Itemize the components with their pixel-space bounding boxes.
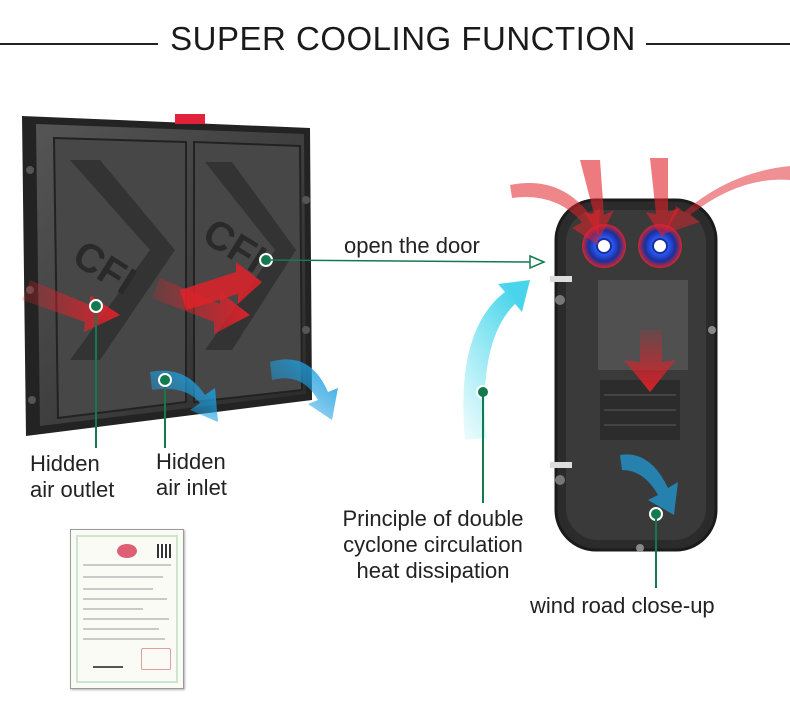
label-line: Principle of double bbox=[342, 506, 524, 531]
page-title: SUPER COOLING FUNCTION bbox=[170, 20, 636, 57]
title-rule-right bbox=[646, 43, 790, 45]
label-line: air inlet bbox=[156, 475, 227, 500]
label-cyclone-principle: Principle of double cyclone circulation … bbox=[318, 506, 548, 584]
label-line: cyclone circulation bbox=[343, 532, 523, 557]
label-hidden-air-inlet: Hidden air inlet bbox=[156, 449, 266, 501]
door-closeup bbox=[550, 198, 718, 552]
label-open-the-door: open the door bbox=[344, 233, 480, 258]
title-rule-left bbox=[0, 43, 158, 45]
label-line: heat dissipation bbox=[356, 558, 510, 583]
label-line: air outlet bbox=[30, 477, 115, 502]
signature-icon bbox=[93, 654, 123, 668]
pointer-dot-icon bbox=[476, 385, 663, 588]
label-line: Hidden bbox=[30, 451, 100, 476]
cool-air-arrow-icon bbox=[463, 280, 678, 515]
seal-stamp-icon bbox=[141, 648, 171, 670]
certificate-emblem-icon bbox=[117, 544, 137, 558]
pointer-dot-icon bbox=[89, 253, 546, 448]
certificate-border bbox=[76, 535, 178, 683]
title-bar: SUPER COOLING FUNCTION bbox=[0, 18, 790, 62]
label-hidden-air-outlet: Hidden air outlet bbox=[30, 451, 150, 503]
label-wind-road-closeup: wind road close-up bbox=[530, 593, 715, 618]
handle bbox=[175, 114, 205, 124]
hot-air-arrow-icon bbox=[510, 158, 790, 392]
label-line: Hidden bbox=[156, 449, 226, 474]
patent-certificate-image bbox=[70, 529, 184, 689]
qr-code-icon bbox=[157, 544, 171, 558]
